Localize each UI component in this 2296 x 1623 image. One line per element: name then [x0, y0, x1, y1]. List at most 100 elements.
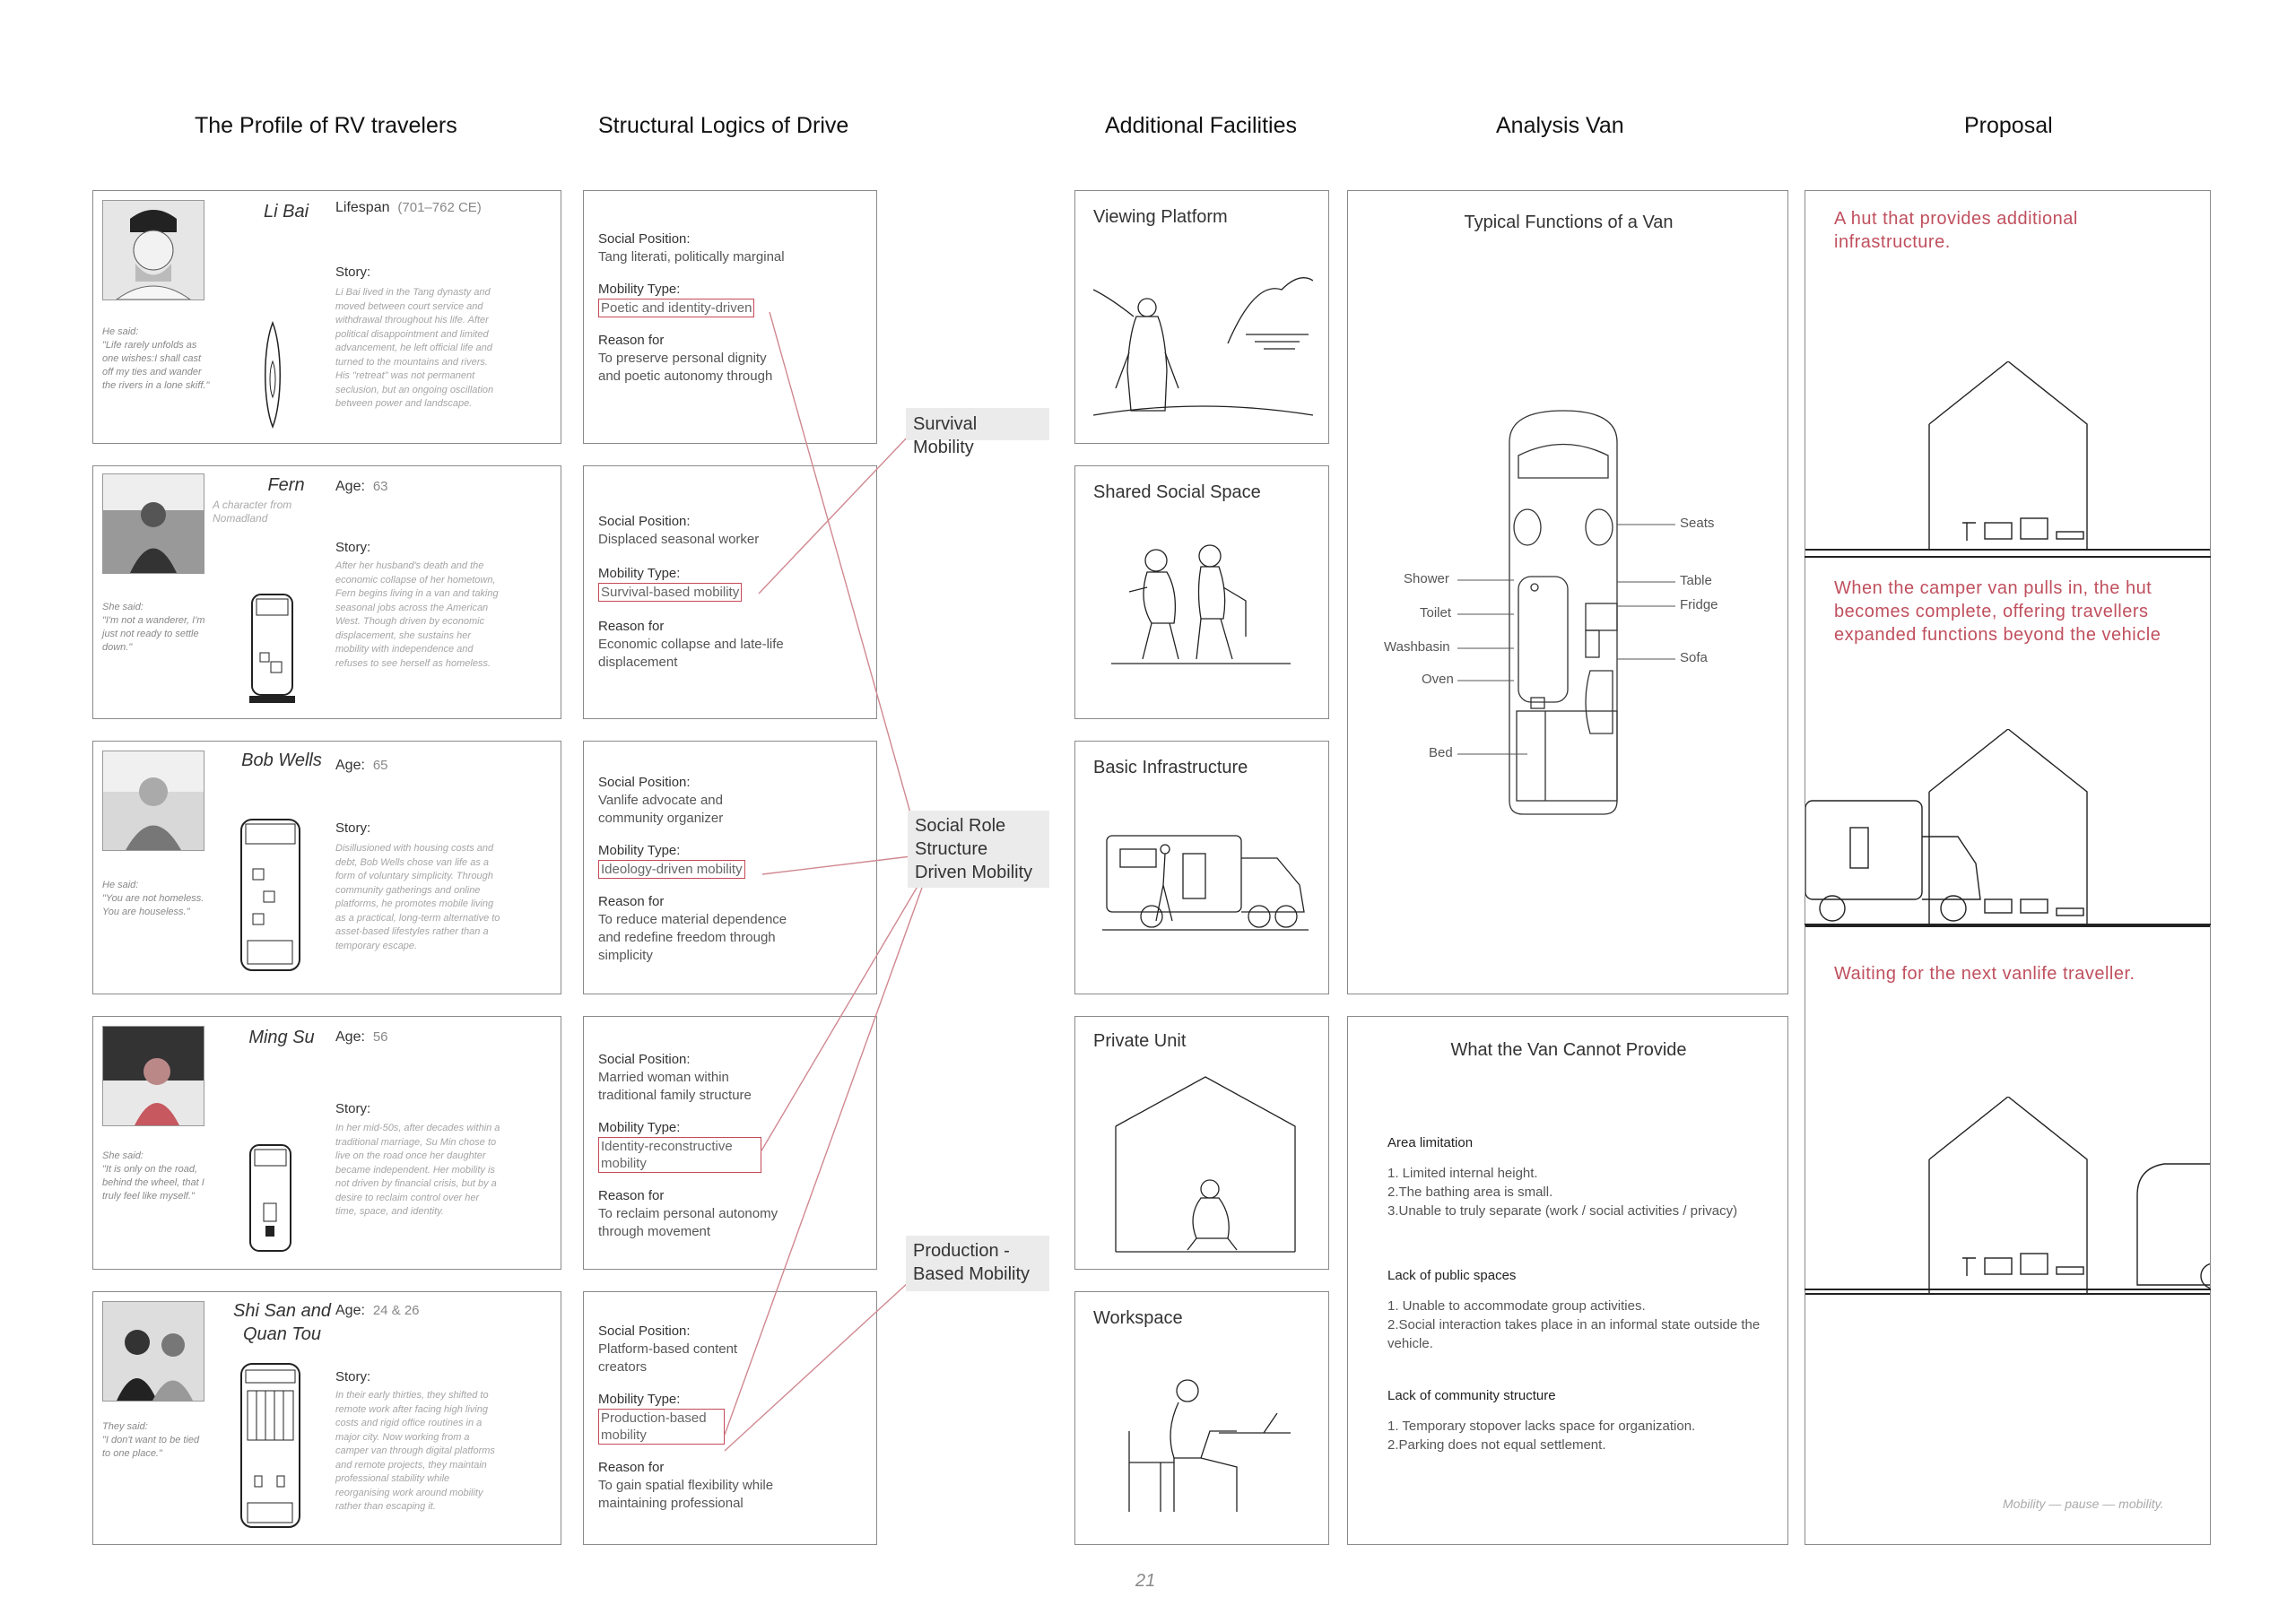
type-label: Mobility Type:: [598, 566, 681, 581]
van-topview-sketch: [249, 1144, 291, 1252]
reason-label: Reason for: [598, 894, 665, 909]
proposal-divider: [1805, 1289, 2211, 1290]
mobility-type-box: Ideology-driven mobility: [598, 860, 745, 879]
viewing-figure-sketch: [1093, 277, 1313, 416]
van-limitations-title: What the Van Cannot Provide: [1450, 1040, 1687, 1060]
profile-attr: Lifespan (701–762 CE): [335, 200, 482, 215]
profile-name: Ming Su: [248, 1028, 315, 1047]
proposal-text-2: When the camper van pulls in, the hut be…: [1834, 578, 2161, 645]
private-hut-sketch: [1115, 1076, 1296, 1253]
facility-title: Viewing Platform: [1093, 207, 1228, 227]
profile-card-shi-san-quan-tou: Shi San and Quan Tou Age: 24 & 26 Story:…: [92, 1291, 561, 1545]
van-limitations-panel: What the Van Cannot Provide Area limitat…: [1347, 1016, 1788, 1545]
column-title-logic: Structural Logics of Drive: [598, 113, 849, 138]
portrait-photo: [102, 1301, 204, 1402]
van-function-title: Typical Functions of a Van: [1464, 213, 1674, 232]
facility-card-private-unit: Private Unit: [1074, 1016, 1329, 1270]
label-leader-lines: [1457, 524, 1675, 755]
boat-sketch: [265, 321, 281, 429]
van-label-bed: Bed: [1429, 745, 1453, 760]
logic-card-5: Social Position: Platform-based content …: [583, 1291, 877, 1545]
limitation-item: 3.Unable to truly separate (work / socia…: [1387, 1203, 1738, 1219]
van-label-seats: Seats: [1680, 516, 1715, 531]
quote-text: He said: "Life rarely unfolds as one wis…: [102, 326, 210, 391]
position-label: Social Position:: [598, 231, 691, 247]
column-title-analysis: Analysis Van: [1496, 113, 1624, 138]
logic-card-1: Social Position: Tang literati, politica…: [583, 190, 877, 444]
profile-name: Shi San and Quan Tou: [233, 1301, 331, 1344]
social-figures-sketch: [1111, 544, 1291, 664]
quote-text: She said: "I'm not a wanderer, I'm just …: [102, 602, 205, 653]
position-label: Social Position:: [598, 514, 691, 529]
facility-title: Private Unit: [1093, 1031, 1187, 1051]
story-heading: Story:: [335, 540, 371, 555]
reason-label: Reason for: [598, 1460, 665, 1475]
mobility-type-box: Identity-reconstructive mobility: [598, 1137, 761, 1173]
reason-value: To gain spatial flexibility while mainta…: [598, 1478, 774, 1511]
position-value: Platform-based content creators: [598, 1341, 738, 1375]
story-text: Li Bai lived in the Tang dynasty and mov…: [335, 287, 494, 409]
limitation-item: 1. Temporary stopover lacks space for or…: [1387, 1419, 1696, 1434]
profile-card-ming-su: Ming Su Age: 56 Story: In her mid-50s, a…: [92, 1016, 561, 1270]
profile-card-li-bai: Li Bai Lifespan (701–762 CE) Story: Li B…: [92, 190, 561, 444]
workspace-sketch: [1128, 1379, 1291, 1512]
column-title-facilities: Additional Facilities: [1105, 113, 1297, 138]
position-label: Social Position:: [598, 1052, 691, 1067]
van-floorplan-drawing: [1509, 410, 1618, 815]
rv-infrastructure-sketch: [1102, 835, 1309, 931]
facility-card-workspace: Workspace: [1074, 1291, 1329, 1545]
quote-text: He said: "You are not homeless. You are …: [102, 880, 204, 917]
position-value: Vanlife advocate and community organizer: [598, 793, 724, 826]
limitation-item: 2.The bathing area is small.: [1387, 1185, 1553, 1200]
profile-card-fern: Fern A character from Nomadland Age: 63 …: [92, 465, 561, 719]
limitation-item: 1. Unable to accommodate group activitie…: [1387, 1298, 1646, 1314]
van-function-panel: Typical Functions of a Van Shower Toilet…: [1347, 190, 1788, 994]
proposal-panel: A hut that provides additional infrastru…: [1805, 190, 2211, 1545]
van-label-washbasin: Washbasin: [1384, 639, 1450, 655]
van-label-oven: Oven: [1422, 672, 1454, 687]
facility-title: Basic Infrastructure: [1093, 758, 1248, 777]
van-label-table: Table: [1680, 573, 1712, 588]
profile-name: Bob Wells: [241, 751, 322, 770]
type-label: Mobility Type:: [598, 843, 681, 858]
profile-attr: Age: 65: [335, 758, 388, 773]
reason-label: Reason for: [598, 333, 665, 348]
quote-text: They said: "I don't want to be tied to o…: [102, 1421, 200, 1459]
quote-text: She said: "It is only on the road, behin…: [102, 1150, 204, 1202]
story-text: Disillusioned with housing costs and deb…: [335, 843, 500, 951]
type-label: Mobility Type:: [598, 282, 681, 297]
type-label: Mobility Type:: [598, 1120, 681, 1135]
mobility-type-box: Poetic and identity-driven: [598, 299, 755, 317]
van-topview-sketch: [240, 1363, 300, 1528]
logic-card-3: Social Position: Vanlife advocate and co…: [583, 741, 877, 994]
limitation-item: 2.Parking does not equal settlement.: [1387, 1437, 1606, 1453]
reason-label: Reason for: [598, 1188, 665, 1203]
position-value: Tang literati, politically marginal: [598, 249, 785, 265]
limitation-heading: Lack of community structure: [1387, 1388, 1556, 1403]
logic-card-4: Social Position: Married woman within tr…: [583, 1016, 877, 1270]
portrait-photo: [102, 473, 204, 574]
story-text: In her mid-50s, after decades within a t…: [335, 1123, 500, 1217]
proposal-text-3: Waiting for the next vanlife traveller.: [1834, 964, 2135, 984]
van-label-sofa: Sofa: [1680, 650, 1708, 665]
reason-label: Reason for: [598, 619, 665, 634]
facility-title: Shared Social Space: [1093, 482, 1261, 502]
profile-name: Fern: [267, 475, 305, 495]
position-label: Social Position:: [598, 1324, 691, 1339]
facility-card-basic-infrastructure: Basic Infrastructure: [1074, 741, 1329, 994]
van-label-toilet: Toilet: [1420, 605, 1452, 621]
story-text: After her husband's death and the econom…: [335, 560, 499, 669]
position-value: Married woman within traditional family …: [598, 1070, 752, 1103]
proposal-divider: [1805, 556, 2211, 558]
page-number: 21: [1135, 1571, 1156, 1591]
story-text: In their early thirties, they shifted to…: [335, 1390, 495, 1512]
proposal-divider: [1805, 924, 2211, 925]
hut-waiting-drawing: [1805, 1097, 2210, 1295]
van-label-fridge: Fridge: [1680, 597, 1718, 612]
profile-sublabel: A character from Nomadland: [213, 499, 292, 525]
limitation-heading: Lack of public spaces: [1387, 1268, 1517, 1283]
profile-attr: Age: 56: [335, 1029, 388, 1045]
reason-value: Economic collapse and late-life displace…: [598, 637, 784, 670]
tag-production-mobility: Production - Based Mobility: [906, 1236, 1049, 1291]
